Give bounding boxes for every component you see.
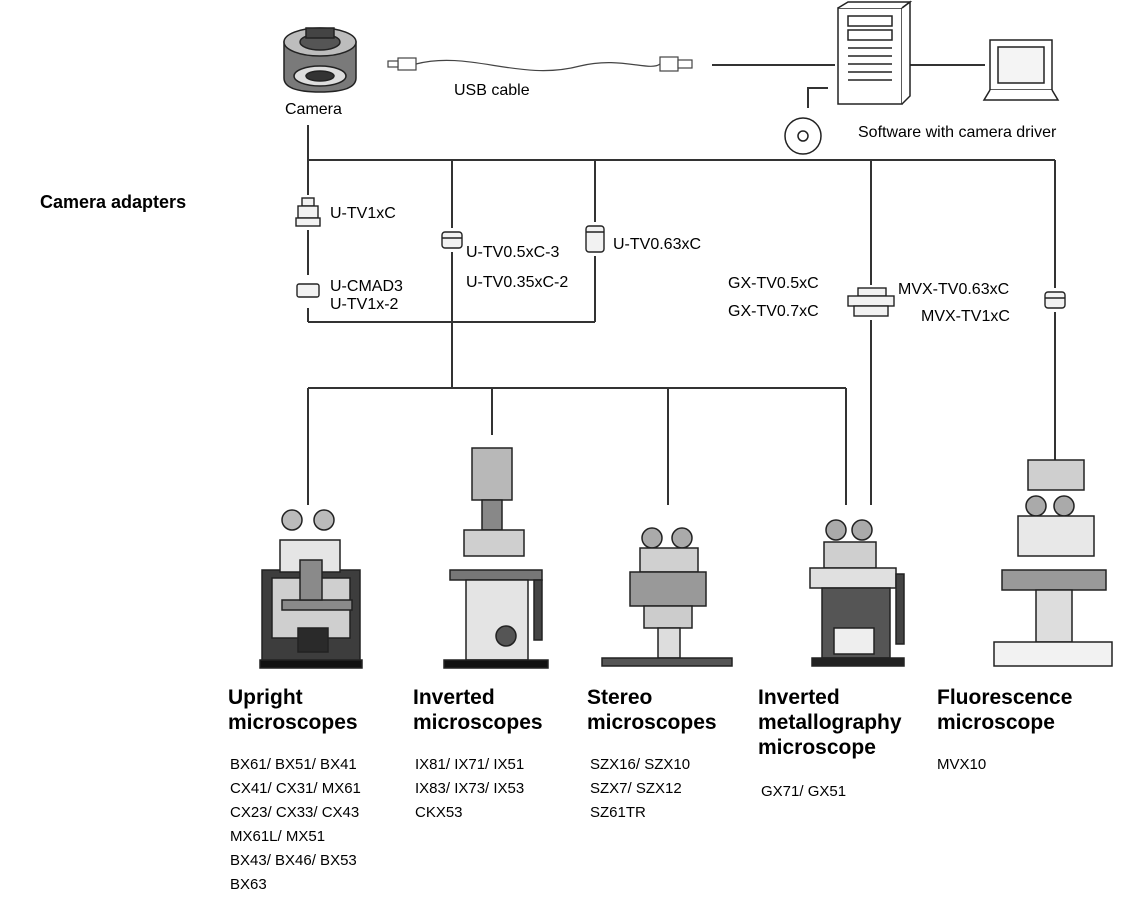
category-metallography-title: Inverted metallography microscope [758, 685, 902, 760]
category-title-line: microscopes [587, 711, 717, 734]
camera-label: Camera [285, 101, 342, 118]
adapter-icons [295, 197, 1066, 317]
usb-cable-icon [387, 56, 693, 72]
u-tv063xc-adapter-icon [585, 225, 605, 253]
gx-adapter-icon [847, 287, 895, 317]
u-tv1xc-adapter-icon [295, 197, 321, 227]
category-title-line: Inverted [758, 686, 840, 709]
upright-model-list: BX61/ BX51/ BX41 CX41/ CX31/ MX61 CX23/ … [230, 753, 361, 897]
category-title-line: Upright [228, 686, 303, 709]
model-item: BX61/ BX51/ BX41 [230, 756, 357, 773]
monitor-icon [982, 39, 1060, 101]
inverted-model-list: IX81/ IX71/ IX51 IX83/ IX73/ IX53 CKX53 [415, 753, 524, 825]
u-tv035xc-2-label: U-TV0.35xC-2 [466, 274, 569, 291]
u-cmad3-label: U-CMAD3 [330, 278, 403, 295]
software-label: Software with camera driver [858, 124, 1057, 141]
model-item: BX43/ BX46/ BX53 [230, 852, 357, 869]
category-title-line: Fluorescence [937, 686, 1073, 709]
u-tv1xc-label: U-TV1xC [330, 205, 396, 222]
category-title-line: microscope [937, 711, 1055, 734]
cd-disc-icon [784, 117, 822, 155]
model-item: SZ61TR [590, 804, 646, 821]
fluorescence-model-list: MVX10 [937, 753, 986, 777]
gx-tv05xc-label: GX-TV0.5xC [728, 275, 819, 292]
mvx-tv063xc-label: MVX-TV0.63xC [898, 281, 1010, 298]
metallography-model-list: GX71/ GX51 [761, 780, 846, 804]
model-item: IX81/ IX71/ IX51 [415, 756, 525, 773]
category-stereo-title: Stereo microscopes [587, 685, 717, 735]
category-title-line: microscopes [413, 711, 543, 734]
category-title-line: microscope [758, 736, 876, 759]
model-item: SZX16/ SZX10 [590, 756, 691, 773]
category-fluorescence-title: Fluorescence microscope [937, 685, 1072, 735]
category-title-line: microscopes [228, 711, 358, 734]
u-cmad3-adapter-icon [296, 283, 320, 298]
model-item: SZX7/ SZX12 [590, 780, 682, 797]
model-item: GX71/ GX51 [761, 783, 847, 800]
category-upright-title: Upright microscopes [228, 685, 358, 735]
category-title-line: Inverted [413, 686, 495, 709]
camera-adapters-heading: Camera adapters [40, 192, 187, 212]
model-item: CX23/ CX33/ CX43 [230, 804, 360, 821]
u-tv1x-2-label: U-TV1x-2 [330, 296, 399, 313]
category-inverted-title: Inverted microscopes [413, 685, 543, 735]
camera-icon [283, 27, 357, 93]
category-title-line: metallography [758, 711, 902, 734]
metallography-microscope-icon [809, 519, 905, 667]
usb-cable-label: USB cable [454, 82, 530, 99]
u-tv063xc-label: U-TV0.63xC [613, 236, 702, 253]
category-title-line: Stereo [587, 686, 653, 709]
model-item: MVX10 [937, 756, 987, 773]
u-tv05xc-3-label: U-TV0.5xC-3 [466, 244, 560, 261]
pc-tower-icon [837, 0, 913, 105]
model-item: MX61L/ MX51 [230, 828, 326, 845]
model-item: BX63 [230, 876, 267, 893]
gx-tv07xc-label: GX-TV0.7xC [728, 303, 819, 320]
model-item: IX83/ IX73/ IX53 [415, 780, 525, 797]
stereo-microscope-icon [601, 527, 733, 667]
model-item: CKX53 [415, 804, 463, 821]
u-tv05xc-3-adapter-icon [441, 231, 463, 249]
fluorescence-microscope-icon [993, 459, 1113, 667]
mvx-tv1xc-label: MVX-TV1xC [921, 308, 1010, 325]
inverted-microscope-icon [443, 447, 549, 669]
stereo-model-list: SZX16/ SZX10 SZX7/ SZX12 SZ61TR [590, 753, 690, 825]
upright-microscope-icon [259, 509, 363, 669]
model-item: CX41/ CX31/ MX61 [230, 780, 361, 797]
connection-lines [307, 64, 1056, 505]
mvx-adapter-icon [1044, 291, 1066, 309]
